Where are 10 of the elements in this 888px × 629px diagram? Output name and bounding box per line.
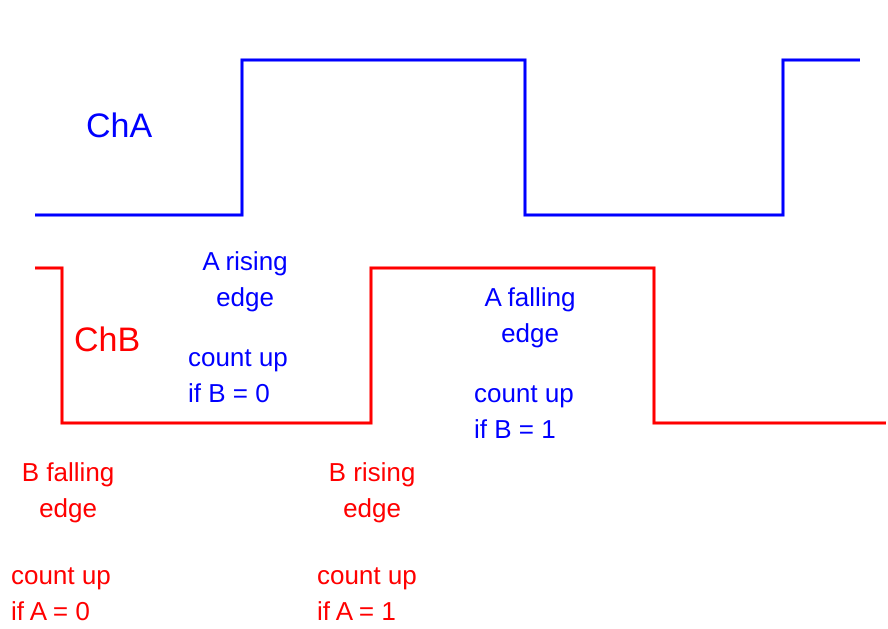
count-rule: count up if B = 1 [474,377,575,446]
count-rule: count up if A = 1 [317,559,418,628]
edge-description: B rising edge [328,456,416,525]
edge-description: A falling edge [483,281,577,350]
channel-label: ChA [86,106,154,147]
count-rule: count up if B = 0 [188,341,289,410]
edge-description: A rising edge [201,245,289,314]
edge-description: B falling edge [20,456,116,525]
count-rule: count up if A = 0 [11,559,112,628]
channel-label: ChB [74,320,142,361]
